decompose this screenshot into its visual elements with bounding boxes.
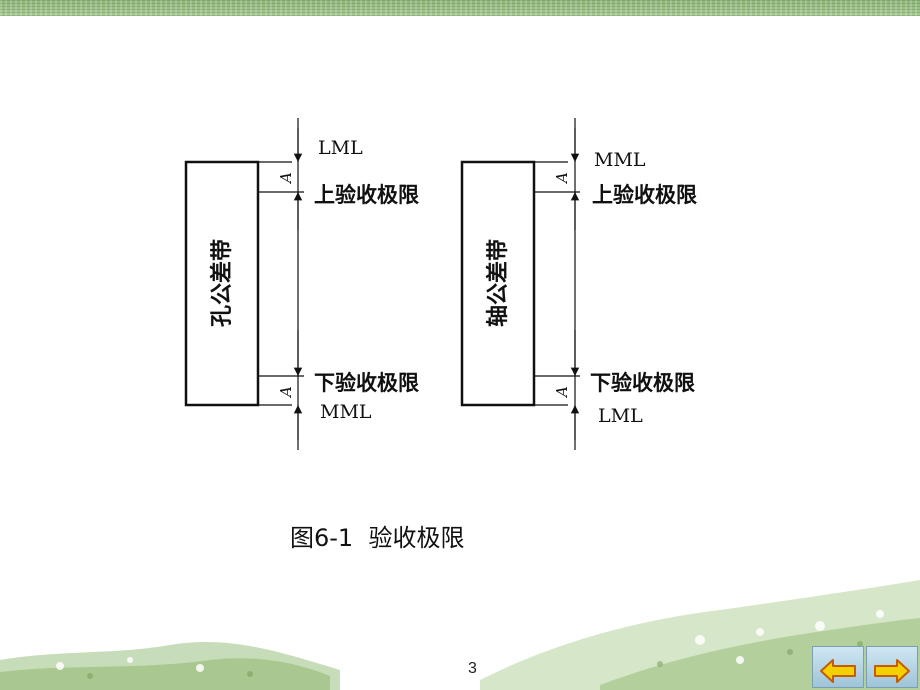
shaft-bottom-label: LML (598, 405, 643, 427)
shaft-lower-margin-symbol: A (553, 386, 571, 399)
hole-top-label: LML (318, 137, 363, 159)
page-number: 3 (468, 660, 477, 677)
shaft-tolerance-zone-box (460, 160, 536, 407)
hole-bottom-label: MML (320, 401, 372, 423)
previous-slide-button[interactable] (812, 646, 864, 688)
hole-upper-margin-symbol: A (277, 172, 295, 185)
shaft-zone-label: 轴公差带 (485, 239, 511, 327)
hole-tolerance-diagram (184, 118, 304, 450)
shaft-upper-limit-label: 上验收极限 (592, 183, 697, 207)
shaft-upper-margin-symbol: A (553, 172, 571, 185)
shaft-tolerance-diagram (460, 118, 580, 450)
hole-zone-label: 孔公差带 (209, 239, 235, 327)
right-arrow-icon (874, 658, 910, 683)
top-decorative-band (0, 0, 920, 16)
hole-tolerance-zone-box (184, 160, 260, 407)
shaft-lower-limit-label: 下验收极限 (590, 371, 695, 395)
hole-lower-limit-label: 下验收极限 (314, 371, 419, 395)
next-slide-button[interactable] (866, 646, 918, 688)
hole-lower-margin-symbol: A (277, 386, 295, 399)
bottom-decoration (0, 580, 920, 690)
left-arrow-icon (820, 658, 856, 683)
shaft-top-label: MML (594, 149, 646, 171)
figure-caption: 图6-1 验收极限 (290, 524, 465, 552)
hole-upper-limit-label: 上验收极限 (314, 183, 419, 207)
